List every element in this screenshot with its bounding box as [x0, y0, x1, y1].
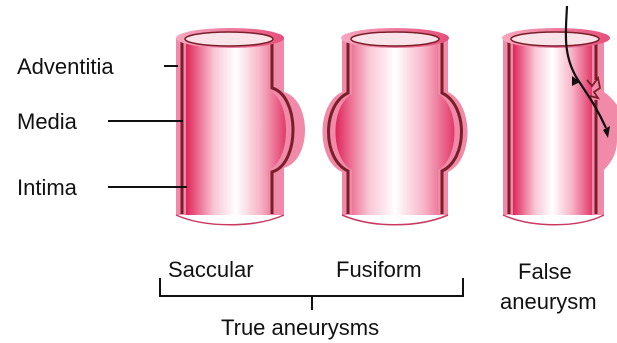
fusiform-vessel	[323, 28, 468, 225]
media-label: Media	[17, 111, 77, 133]
false-aneurysm-label-line2: aneurysm	[500, 291, 597, 313]
false-lumen	[513, 38, 592, 215]
adventitia-label: Adventitia	[17, 56, 114, 78]
saccular-label: Saccular	[168, 259, 254, 281]
intima-label: Intima	[17, 177, 77, 199]
false-aneurysm-label-line1: False	[518, 261, 572, 283]
fusiform-label: Fusiform	[336, 259, 422, 281]
true-aneurysms-label: True aneurysms	[221, 317, 379, 339]
true-aneurysms-bracket	[160, 278, 463, 310]
fusiform-lumen	[336, 38, 455, 215]
saccular-vessel	[176, 28, 305, 225]
false-aneurysm-vessel	[502, 6, 617, 225]
